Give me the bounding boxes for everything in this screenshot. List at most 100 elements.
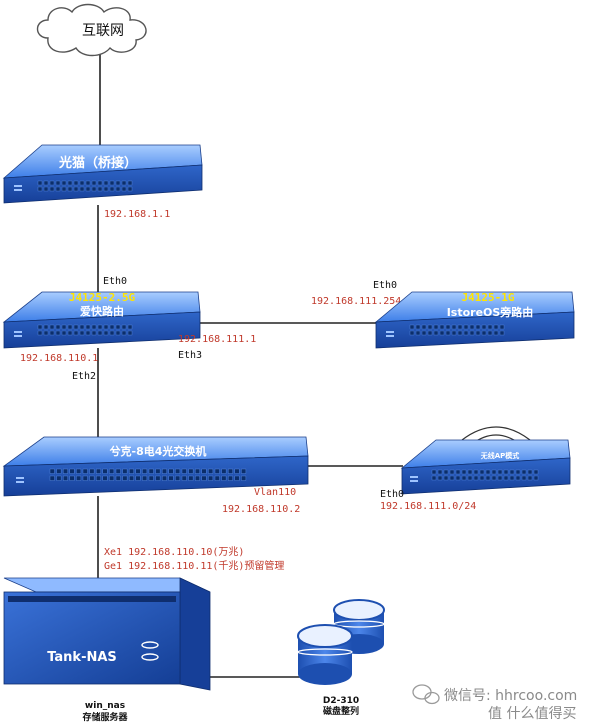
port xyxy=(109,324,115,330)
port xyxy=(148,475,154,481)
port xyxy=(161,475,167,481)
switch-name: 兮克-8电4光交换机 xyxy=(109,444,207,458)
port xyxy=(155,468,161,474)
port xyxy=(148,468,154,474)
port xyxy=(76,475,82,481)
modem-title: 光猫（桥接） xyxy=(58,155,137,171)
port xyxy=(487,324,493,330)
port xyxy=(479,469,485,475)
port xyxy=(221,468,227,474)
modem-ip: 192.168.1.1 xyxy=(104,209,170,220)
port xyxy=(443,469,449,475)
port xyxy=(227,475,233,481)
port xyxy=(73,186,79,192)
port xyxy=(168,475,174,481)
port xyxy=(91,324,97,330)
port xyxy=(63,475,68,481)
port xyxy=(69,468,75,474)
router-side-eth0: Eth0 xyxy=(373,280,397,291)
port xyxy=(69,475,75,481)
port xyxy=(214,468,220,474)
port xyxy=(56,468,62,474)
port xyxy=(515,469,521,475)
port xyxy=(49,186,55,192)
port xyxy=(115,475,121,481)
port xyxy=(445,330,451,336)
port xyxy=(109,468,115,474)
port xyxy=(515,475,521,481)
port xyxy=(181,468,187,474)
nas-line2: Ge1 192.168.110.11(千兆)预留管理 xyxy=(104,559,284,572)
port xyxy=(85,180,91,186)
port xyxy=(451,324,457,330)
port xyxy=(55,324,61,330)
port xyxy=(128,475,134,481)
nas-caption1: win_nas xyxy=(85,701,125,711)
port xyxy=(241,468,247,474)
port xyxy=(73,330,79,336)
port xyxy=(82,475,88,481)
port xyxy=(499,330,505,336)
status-led xyxy=(14,189,22,191)
port xyxy=(469,330,475,336)
port xyxy=(122,468,128,474)
port xyxy=(55,180,61,186)
switch-device: 兮克-8电4光交换机 xyxy=(2,436,309,497)
port xyxy=(79,324,85,330)
port xyxy=(115,324,121,330)
port xyxy=(121,330,127,336)
port xyxy=(473,469,479,475)
port xyxy=(115,180,121,186)
port xyxy=(443,475,449,481)
port xyxy=(37,186,43,192)
port xyxy=(521,475,527,481)
port xyxy=(533,475,539,481)
port xyxy=(43,324,49,330)
router-main-name: 爱快路由 xyxy=(80,304,124,318)
port xyxy=(475,330,481,336)
port xyxy=(188,475,194,481)
disk-array-icon xyxy=(297,599,385,685)
port xyxy=(431,469,437,475)
port xyxy=(142,468,148,474)
disk-caption2: 磁盘整列 xyxy=(323,705,359,717)
port xyxy=(175,468,181,474)
status-led xyxy=(386,335,394,337)
port xyxy=(49,468,55,474)
port xyxy=(533,469,539,475)
port xyxy=(485,469,491,475)
port xyxy=(194,475,200,481)
port xyxy=(449,469,455,475)
port xyxy=(457,330,463,336)
port xyxy=(135,475,141,481)
port xyxy=(431,475,437,481)
port xyxy=(155,475,161,481)
port xyxy=(121,186,127,192)
port xyxy=(95,468,101,474)
port xyxy=(493,324,499,330)
ap-eth0: Eth0 xyxy=(380,489,404,500)
port xyxy=(445,324,451,330)
port xyxy=(527,475,533,481)
port xyxy=(473,475,479,481)
port xyxy=(49,475,55,481)
nas-line1: Xe1 192.168.110.10(万兆) xyxy=(104,546,244,558)
port xyxy=(55,330,61,336)
port xyxy=(89,475,95,481)
ap-name: 无线AP模式 xyxy=(480,451,520,460)
port xyxy=(415,324,421,330)
port xyxy=(89,468,95,474)
status-led xyxy=(410,476,418,478)
port xyxy=(461,469,467,475)
status-led xyxy=(14,331,22,333)
port xyxy=(127,330,133,336)
port xyxy=(214,475,220,481)
port xyxy=(103,186,109,192)
port xyxy=(103,330,109,336)
port xyxy=(79,180,85,186)
port xyxy=(451,330,457,336)
port xyxy=(439,330,445,336)
port xyxy=(188,468,194,474)
port xyxy=(241,475,247,481)
port xyxy=(49,330,55,336)
